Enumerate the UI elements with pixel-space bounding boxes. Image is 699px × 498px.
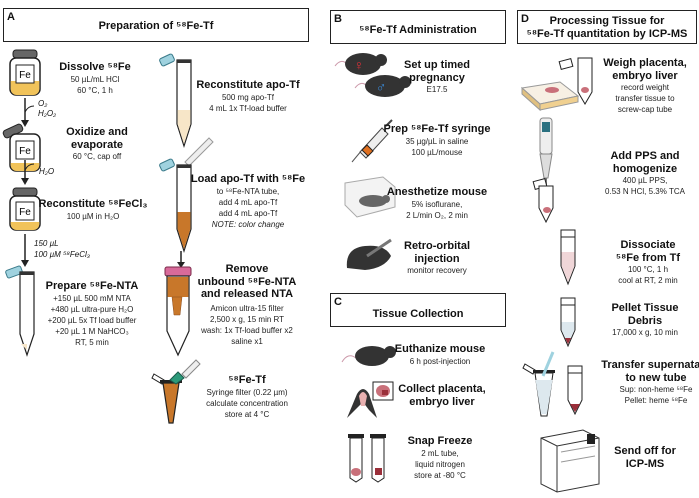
step-transfer-supernatant: Transfer supernatant to new tube Sup: no…	[601, 359, 699, 405]
step-remove-unbound: Remove unbound ⁵⁸Fe-NTA and released NTA…	[197, 263, 297, 346]
step-euthanize: Euthanize mouse 6 h post-injection	[394, 343, 486, 366]
panel-b-header: B ⁵⁸Fe-Tf Administration	[330, 10, 506, 44]
anesthesia-chamber-icon	[344, 176, 396, 218]
step-reconstitute-fecl3: Reconstitute ⁵⁸FeCl₃ 100 µM in H₂O	[38, 198, 148, 221]
step-collect-tissue: Collect placenta, embryo liver	[398, 383, 486, 408]
step-fe-tf-final: ⁵⁸Fe-Tf Syringe filter (0.22 µm) calcula…	[206, 374, 288, 419]
placenta-dissection-icon	[347, 381, 394, 418]
svg-text:Fe: Fe	[19, 207, 31, 218]
panel-title-line: Processing Tissue for	[549, 15, 665, 27]
panel-d-header: D Processing Tissue for ⁵⁸Fe-Tf quantita…	[517, 10, 697, 44]
svg-text:Fe: Fe	[19, 146, 31, 157]
svg-text:Fe: Fe	[19, 70, 31, 81]
step-dissociate-fe: Dissociate ⁵⁸Fe from Tf 100 °C, 1 h cool…	[615, 239, 681, 285]
step-weigh-tissue: Weigh placenta, embryo liver record weig…	[603, 57, 687, 114]
amicon-filter-tube-icon	[164, 266, 192, 357]
fe-jar-icon: Fe	[9, 187, 41, 231]
panel-letter: A	[7, 11, 15, 23]
step-prep-syringe: Prep ⁵⁸Fe-Tf syringe 35 µg/µL in saline …	[383, 123, 491, 157]
panel-letter: D	[521, 13, 529, 25]
arrow-icon	[21, 234, 29, 267]
step-snap-freeze: Snap Freeze 2 mL tube, liquid nitrogen s…	[407, 435, 473, 480]
syringe-filter-eppendorf-icon	[151, 359, 201, 424]
mouse-injection-icon	[346, 238, 392, 270]
transfer-tubes-icon	[522, 351, 583, 417]
step-anesthetize: Anesthetize mouse 5% isoflurane, 2 L/min…	[386, 186, 488, 220]
panel-c-header: C Tissue Collection	[330, 293, 506, 327]
conical-tube-icon	[5, 265, 35, 357]
panel-letter: C	[334, 296, 342, 308]
mouse-icon	[341, 346, 396, 366]
reagent-label: O₂ H₂O₂	[38, 99, 57, 118]
screw-cap-tube-pellet-icon	[560, 297, 576, 348]
cryotubes-icon	[348, 434, 386, 483]
panel-title: ⁵⁸Fe-Tf Administration	[359, 24, 477, 36]
step-send-icp-ms: Send off for ICP-MS	[614, 445, 676, 470]
svg-text:♀: ♀	[354, 57, 365, 73]
step-reconstitute-apo-tf: Reconstitute apo-Tf 500 mg apo-Tf 4 mL 1…	[196, 79, 300, 113]
svg-text:♂: ♂	[376, 79, 387, 95]
mice-pair-icon: ♀ ♂	[334, 53, 411, 97]
panel-a-header: A Preparation of ⁵⁸Fe-Tf	[3, 8, 309, 42]
step-timed-pregnancy: Set up timed pregnancy E17.5	[403, 59, 471, 94]
panel-title: Tissue Collection	[372, 308, 464, 320]
step-add-pps-homogenize: Add PPS and homogenize 400 µL PPS, 0.53 …	[605, 150, 685, 196]
step-prepare-fe-nta: Prepare ⁵⁸Fe-NTA +150 µL 500 mM NTA +480…	[45, 280, 139, 347]
step-retro-orbital: Retro-orbital injection monitor recovery	[404, 240, 470, 275]
arrow-icon	[177, 251, 185, 268]
panel-title-line: ⁵⁸Fe-Tf quantitation by ICP-MS	[526, 28, 688, 40]
arrow-icon	[21, 160, 35, 185]
step-oxidize-evaporate: Oxidize and evaporate 60 °C, cap off	[66, 126, 128, 161]
panel-title: Preparation of ⁵⁸Fe-Tf	[98, 20, 214, 32]
panel-letter: B	[334, 13, 342, 25]
conical-tube-icon	[159, 53, 192, 148]
screw-cap-tube-icon	[560, 229, 576, 286]
step-pellet-debris: Pellet Tissue Debris 17,000 x g, 10 min	[611, 302, 679, 337]
step-load-apo-tf: Load apo-Tf with ⁵⁸Fe to ⁵⁸Fe-NTA tube, …	[190, 173, 306, 229]
fe-jar-icon: Fe	[9, 49, 41, 96]
homogenizer-icon	[532, 117, 554, 224]
syringe-icon	[351, 119, 393, 163]
conical-tube-iron-icon	[159, 158, 192, 253]
transfer-label: 150 µL 100 µM ⁵⁸FeCl₃	[34, 239, 90, 259]
reagent-label: H₂O	[39, 167, 55, 176]
step-dissolve-fe: Dissolve ⁵⁸Fe 50 µL/mL HCl 60 °C, 1 h	[59, 61, 131, 95]
arrow-icon	[21, 98, 35, 127]
scale-and-tube-icon	[520, 57, 593, 112]
icp-ms-instrument-icon	[540, 429, 600, 493]
